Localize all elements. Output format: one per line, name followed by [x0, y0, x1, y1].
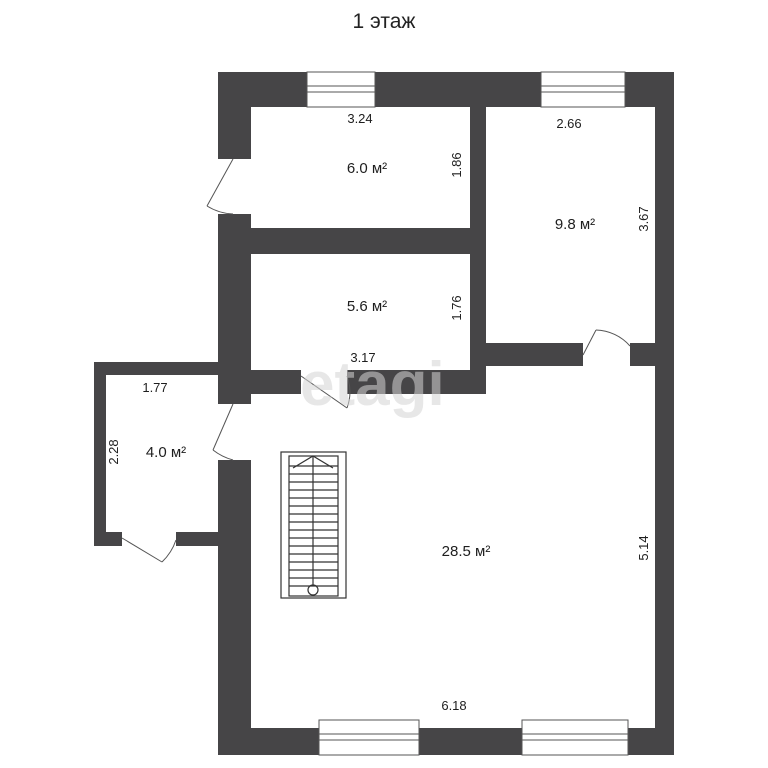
window-bottom-left — [318, 719, 420, 756]
wall-c-bottom-right — [347, 370, 486, 394]
room-b-width: 2.66 — [556, 116, 581, 131]
room-d-depth: 2.28 — [106, 439, 121, 464]
window-bottom-right — [521, 719, 629, 756]
room-b-depth: 3.67 — [636, 206, 651, 231]
annex-wall-bottom-left — [94, 532, 122, 546]
wall-left-upper — [218, 72, 251, 159]
annex-walls — [94, 362, 218, 546]
door-room-a — [206, 158, 234, 215]
window-top-right — [540, 71, 626, 108]
wall-b-bottom-left — [486, 343, 583, 366]
inner-walls — [251, 107, 655, 394]
room-d-area: 4.0 м² — [146, 444, 186, 461]
door-room-c — [300, 375, 351, 409]
outer-walls — [218, 72, 674, 755]
room-b-area: 9.8 м² — [555, 216, 595, 233]
room-a-width: 3.24 — [347, 111, 372, 126]
annex-wall-top — [94, 362, 218, 375]
room-e-area: 28.5 м² — [442, 543, 491, 560]
watermark: etagi — [300, 350, 445, 419]
wall-b-bottom-right — [630, 343, 655, 366]
wall-between-ac-b — [470, 107, 486, 394]
annex-wall-bottom-right — [176, 532, 218, 546]
room-e-width: 6.18 — [441, 698, 466, 713]
room-a-area: 6.0 м² — [347, 160, 387, 177]
door-room-d — [212, 403, 234, 461]
room-d-width: 1.77 — [142, 380, 167, 395]
wall-left-lower — [218, 460, 251, 755]
room-c-depth: 1.76 — [449, 295, 464, 320]
room-c-area: 5.6 м² — [347, 298, 387, 315]
floor-title: 1 этаж — [352, 10, 416, 33]
wall-between-a-c — [251, 228, 486, 254]
window-top-left — [306, 71, 376, 108]
room-c-width: 3.17 — [350, 350, 375, 365]
room-a-depth: 1.86 — [449, 152, 464, 177]
annex-wall-left — [94, 362, 106, 546]
room-e-depth: 5.14 — [636, 535, 651, 560]
wall-right — [655, 72, 674, 755]
wall-c-bottom-left — [251, 370, 301, 394]
door-annex-entrance — [121, 537, 177, 563]
door-room-b — [582, 329, 631, 356]
staircase — [280, 451, 347, 599]
wall-left-mid — [218, 214, 251, 404]
